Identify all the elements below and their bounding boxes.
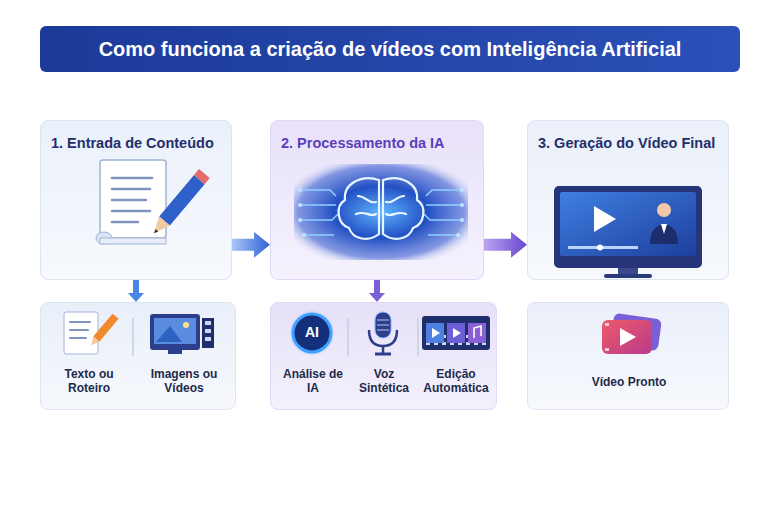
step-panel: 3. Geração do Vídeo Final (527, 120, 729, 280)
video-icon (602, 313, 662, 354)
step-heading: 3. Geração do Vídeo Final (538, 135, 720, 152)
item-label: Texto ou Roteiro (54, 367, 124, 396)
processing-icons (290, 311, 490, 356)
step-heading: 1. Entrada de Conteúdo (51, 135, 223, 152)
text-and-media-icons (64, 312, 214, 356)
flow-arrow (128, 280, 144, 302)
detail-panel: Texto ou Roteiro Imagens ou Vídeos (40, 302, 236, 410)
document-icon (96, 160, 210, 244)
monitor-icon (554, 186, 702, 278)
label-slot: AI (297, 324, 327, 341)
text-slot: 3. Geração do Vídeo Final (538, 135, 720, 152)
item-label: Análise de IA (278, 367, 348, 396)
detail-panel: Vídeo Pronto (527, 302, 729, 410)
icon-label: AI (297, 324, 327, 341)
detail-panel: Análise de IAVoz SintéticaEdição Automát… (270, 302, 497, 410)
text-slot: Texto ou Roteiro (54, 367, 124, 396)
text-slot: Análise de IA (278, 367, 348, 396)
step-panel: 1. Entrada de Conteúdo (40, 120, 232, 280)
flow-arrow (232, 232, 270, 258)
item-label: Voz Sintética (349, 367, 419, 396)
title-bar: Como funciona a criação de vídeos com In… (40, 26, 740, 72)
item-label: Edição Automática (421, 367, 491, 396)
text-slot: 2. Processamento da IA (281, 135, 475, 152)
arrow-shape (484, 232, 527, 258)
brain-icon (294, 164, 468, 260)
flow-arrow (369, 280, 385, 302)
item-label: Imagens ou Vídeos (144, 367, 224, 396)
arrow-shape (369, 280, 385, 302)
arrow-shape (232, 232, 270, 258)
text-slot: Imagens ou Vídeos (144, 367, 224, 396)
title-text: Como funciona a criação de vídeos com In… (40, 26, 740, 72)
step-heading: 2. Processamento da IA (281, 135, 475, 152)
text-slot: Voz Sintética (349, 367, 419, 396)
text-slot: 1. Entrada de Conteúdo (51, 135, 223, 152)
arrow-shape (128, 280, 144, 302)
text-slot: Vídeo Pronto (559, 375, 699, 389)
step-panel: 2. Processamento da IA (270, 120, 484, 280)
flow-arrow (484, 232, 527, 258)
item-label: Vídeo Pronto (559, 375, 699, 389)
text-slot: Edição Automática (421, 367, 491, 396)
